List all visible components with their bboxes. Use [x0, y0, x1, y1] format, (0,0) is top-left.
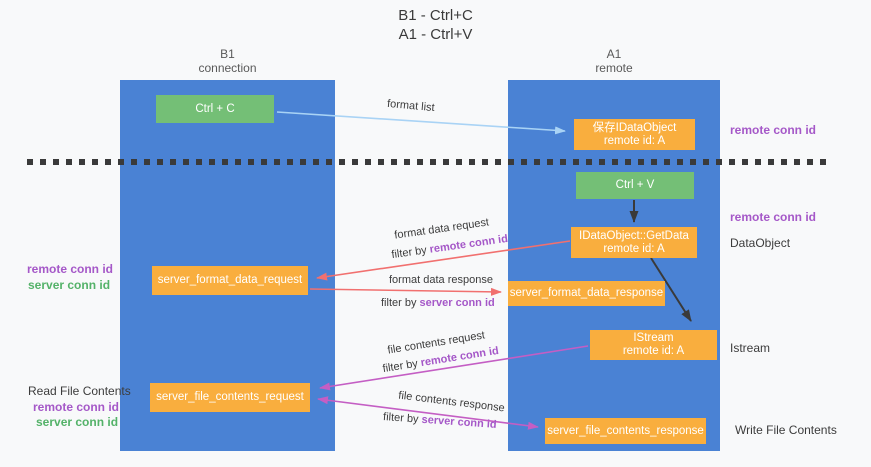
edge-label-file-contents-response: file contents response [397, 389, 506, 415]
label-right-save-remote-conn-id: remote conn id [730, 123, 817, 137]
edge-label-format-data-response-filter: filter by server conn id [381, 297, 495, 309]
filter-by-text: filter by [390, 244, 428, 262]
node-server-file-contents-response-label: server_file_contents_response [547, 424, 704, 437]
node-server-format-data-response-label: server_format_data_response [509, 287, 664, 299]
node-save-idataobject-line1: 保存IDataObject [592, 121, 677, 134]
lane-header-b1: B1 connection [120, 47, 335, 75]
server-conn-id-highlight: server conn id [421, 413, 498, 431]
label-left-file-remote-conn-id: remote conn id [33, 400, 120, 414]
lane-a1-title: A1 [606, 47, 622, 61]
lane-b1-subtitle: connection [198, 61, 257, 75]
node-idataobject-getdata-line1: IDataObject::GetData [579, 229, 689, 242]
label-right-getdata-remote-conn-id: remote conn id [730, 210, 817, 224]
label-left-format-server-conn-id: server conn id [28, 278, 111, 292]
lane-a1-subtitle: remote [595, 61, 633, 75]
node-server-format-data-request: server_format_data_request [152, 266, 308, 295]
node-idataobject-getdata-line2: remote id: A [603, 242, 665, 255]
filter-by-text: filter by [382, 411, 419, 426]
diagram-title-line2: A1 - Ctrl+V [398, 26, 473, 43]
label-left-format-remote-conn-id: remote conn id [27, 262, 114, 276]
edge-label-file-contents-response-filter: filter by server conn id [383, 411, 497, 431]
diagram-title-line1: B1 - Ctrl+C [398, 7, 473, 24]
node-ctrl-c-label: Ctrl + C [195, 102, 235, 115]
lane-b1-title: B1 [220, 47, 235, 61]
node-istream-line1: IStream [633, 332, 674, 344]
label-write-file-contents: Write File Contents [735, 423, 837, 437]
node-save-idataobject-line2: remote id: A [603, 134, 666, 147]
label-istream: Istream [730, 341, 771, 355]
node-server-file-contents-response: server_file_contents_response [545, 418, 706, 444]
filter-by-text: filter by [381, 297, 417, 309]
node-ctrl-v: Ctrl + V [576, 172, 694, 199]
lane-header-a1: A1 remote [508, 47, 720, 75]
node-server-file-contents-request: server_file_contents_request [150, 383, 310, 412]
node-idataobject-getdata: IDataObject::GetData remote id: A [571, 227, 697, 258]
edge-label-format-list: format list [386, 97, 436, 115]
node-istream-line2: remote id: A [622, 345, 685, 357]
node-ctrl-v-label: Ctrl + V [615, 179, 655, 191]
node-save-idataobject: 保存IDataObject remote id: A [574, 119, 695, 150]
node-ctrl-c: Ctrl + C [156, 95, 274, 123]
node-istream: IStream remote id: A [590, 330, 717, 360]
format-data-response-arrow [309, 287, 502, 296]
filter-by-text: filter by [381, 357, 419, 376]
label-dataobject: DataObject [730, 236, 791, 250]
remote-conn-id-highlight: remote conn id [428, 232, 509, 256]
diagram-title: B1 - Ctrl+C A1 - Ctrl+V [0, 6, 871, 44]
node-server-format-data-request-label: server_format_data_request [157, 274, 303, 286]
node-server-file-contents-request-label: server_file_contents_request [156, 391, 304, 403]
edge-label-format-data-response: format data response [389, 274, 493, 286]
label-read-file-contents: Read File Contents [28, 384, 131, 398]
node-server-format-data-response: server_format_data_response [508, 281, 665, 306]
server-conn-id-highlight: server conn id [419, 297, 495, 309]
label-left-file-server-conn-id: server conn id [36, 415, 119, 429]
